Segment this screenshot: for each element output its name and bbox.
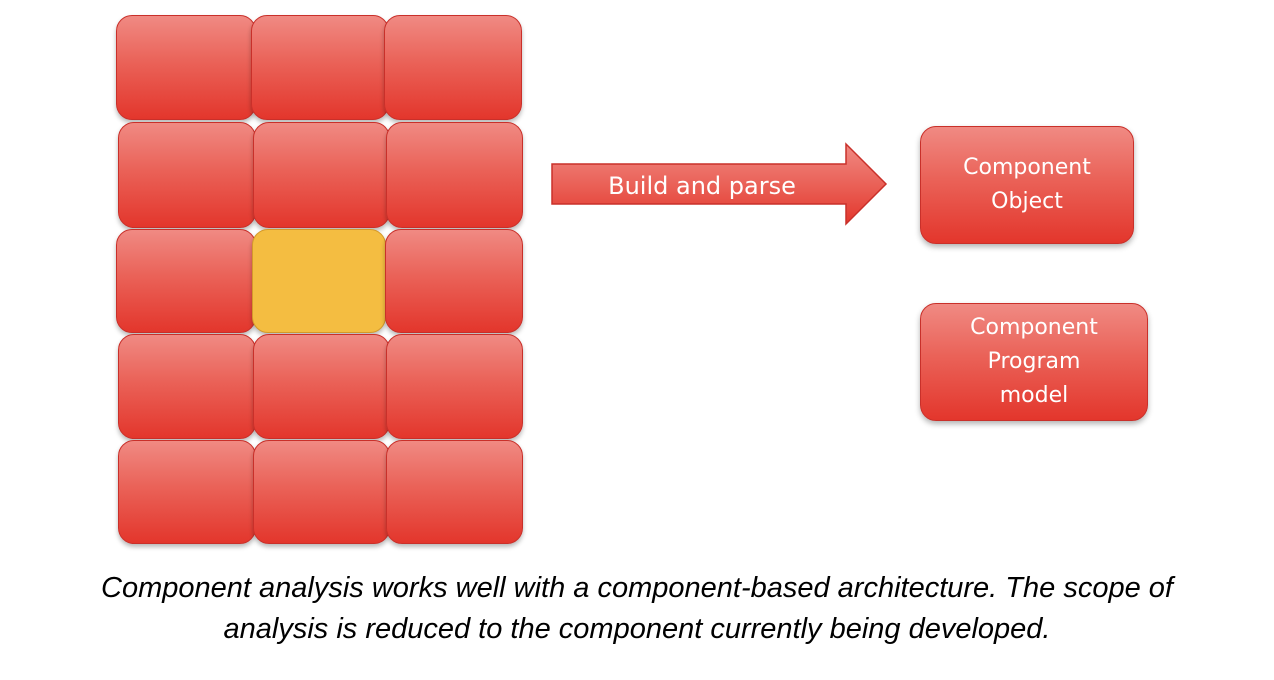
grid-cell <box>116 229 256 333</box>
grid-cell <box>118 334 256 439</box>
box-label-line: Component <box>963 155 1091 180</box>
grid-cell <box>384 15 522 120</box>
grid-cell <box>386 122 523 228</box>
grid-cell <box>253 122 390 228</box>
box-label-line: Object <box>991 189 1063 214</box>
grid-cell <box>251 15 389 120</box>
arrow-label: Build and parse <box>608 172 796 200</box>
build-and-parse-arrow <box>551 142 888 226</box>
caption-line-2: analysis is reduced to the component cur… <box>223 613 1051 645</box>
caption-line-1: Component analysis works well with a com… <box>101 572 1173 604</box>
component-object-box: Component Object <box>920 126 1134 244</box>
component-grid <box>0 0 540 560</box>
grid-cell <box>118 440 256 544</box>
grid-cell <box>253 334 390 439</box>
grid-cell <box>253 440 390 544</box>
grid-cell <box>385 229 523 333</box>
grid-cell <box>386 334 523 439</box>
grid-cell <box>116 15 256 120</box>
highlighted-component-cell <box>252 229 386 333</box>
grid-cell <box>386 440 523 544</box>
box-label-line: model <box>999 383 1069 408</box>
figure-caption: Component analysis works well with a com… <box>0 568 1274 650</box>
box-label-line: Component <box>970 315 1098 340</box>
component-program-model-box: Component Program model <box>920 303 1148 421</box>
box-label-line: Program <box>987 349 1081 374</box>
grid-cell <box>118 122 256 228</box>
